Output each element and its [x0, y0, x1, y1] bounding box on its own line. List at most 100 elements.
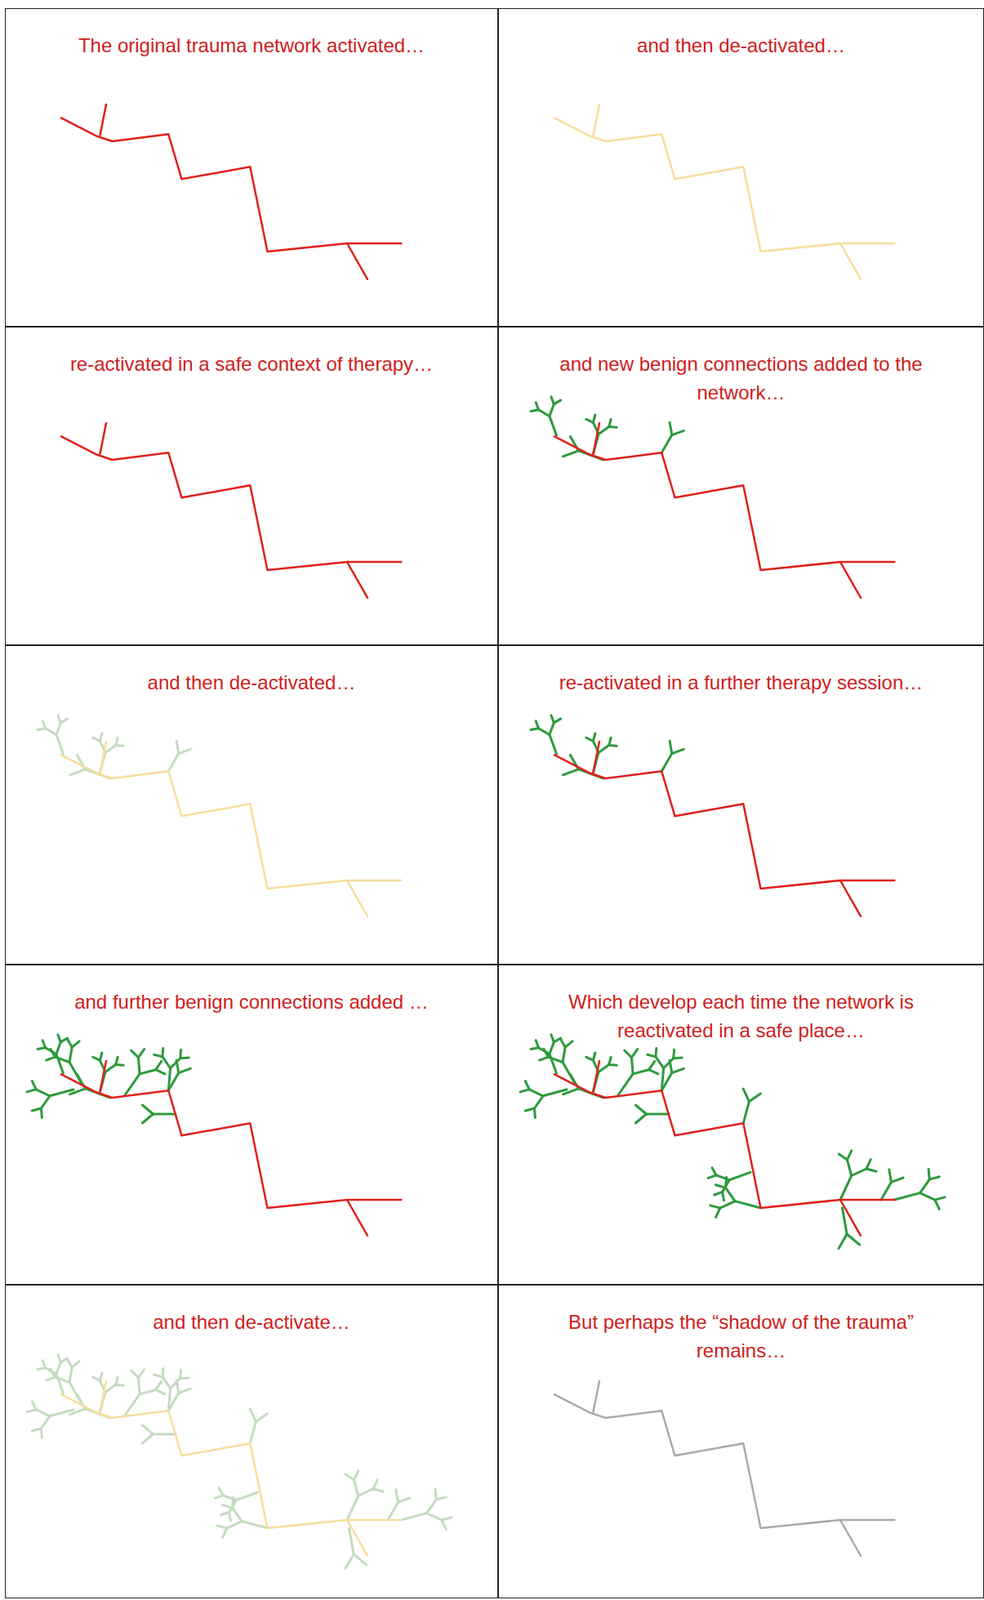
benign-branch — [178, 1068, 192, 1073]
benign-branch — [160, 1367, 165, 1377]
benign-branch — [354, 1479, 359, 1496]
benign-branch — [840, 1175, 852, 1201]
stage-caption: and further benign connections added … — [39, 988, 464, 1017]
benign-branch — [178, 748, 192, 753]
benign-branch — [180, 1375, 190, 1380]
benign-branch — [26, 1089, 36, 1092]
benign-branch — [249, 1408, 256, 1422]
stage-caption: and then de-activate… — [39, 1308, 464, 1337]
trauma-network — [554, 436, 895, 570]
benign-branch — [538, 409, 550, 417]
benign-branch — [105, 745, 116, 753]
benign-branch — [725, 1177, 727, 1189]
benign-branch — [632, 1069, 650, 1074]
benign-branch — [35, 1409, 50, 1416]
trauma-network — [554, 754, 895, 889]
benign-branch — [222, 1527, 228, 1537]
benign-branch — [743, 1088, 749, 1102]
benign-branch — [661, 753, 673, 772]
benign-branch — [847, 1159, 852, 1176]
benign-branch — [598, 427, 610, 435]
benign-branch — [105, 1384, 116, 1393]
benign-branch — [221, 1511, 230, 1515]
benign-branch — [661, 435, 673, 454]
benign-branch — [154, 1374, 163, 1377]
trauma-branch — [347, 243, 368, 280]
benign-branch — [170, 1378, 181, 1389]
benign-branch — [178, 1388, 192, 1393]
benign-branch — [217, 1525, 228, 1528]
benign-branch — [31, 1401, 36, 1410]
benign-branch — [553, 718, 561, 723]
benign-branch — [26, 1409, 36, 1412]
benign-branch — [534, 1108, 535, 1118]
benign-branch — [235, 1491, 258, 1500]
stage-caption: re-activated in a further therapy sessio… — [529, 668, 954, 698]
benign-branch — [436, 1496, 446, 1500]
benign-branch — [142, 1113, 153, 1123]
stage-panel: and further benign connections added … — [4, 964, 499, 1285]
benign-branch — [561, 1038, 566, 1047]
trauma-network — [61, 1393, 401, 1528]
benign-branch — [232, 1497, 234, 1509]
benign-branch — [534, 1095, 544, 1109]
benign-branch — [663, 1058, 674, 1069]
benign-branch — [549, 1041, 554, 1055]
benign-branch — [649, 1069, 659, 1074]
benign-branch — [525, 1108, 535, 1111]
benign-branch — [396, 1489, 399, 1502]
benign-branch — [549, 722, 554, 735]
benign-branch — [598, 1064, 610, 1073]
trauma-network — [554, 117, 895, 252]
benign-branch — [562, 1046, 566, 1062]
benign-branch — [131, 1050, 139, 1058]
benign-branch — [929, 1176, 940, 1180]
benign-branch — [71, 1041, 80, 1047]
stage-panel: and then de-activated… — [498, 8, 984, 327]
stage-caption: and then de-activated… — [39, 668, 464, 698]
stage-panel: But perhaps the “shadow of the trauma” r… — [498, 1284, 984, 1599]
benign-branch — [176, 740, 179, 753]
benign-branch — [45, 728, 57, 735]
benign-branch — [563, 769, 579, 775]
benign-branch — [70, 769, 86, 775]
benign-branch — [661, 1068, 664, 1091]
benign-branch — [115, 743, 125, 748]
benign-branch — [707, 1175, 717, 1179]
benign-branch — [847, 1150, 852, 1160]
benign-branch — [928, 1169, 930, 1180]
benign-branch — [142, 1104, 153, 1114]
stage-panel: and new benign connections added to the … — [498, 326, 984, 646]
trauma-branch — [347, 1519, 368, 1556]
benign-branch — [31, 1428, 41, 1431]
benign-branch — [115, 1383, 125, 1387]
stage-panel: Which develop each time the network is r… — [498, 964, 984, 1285]
benign-branch — [655, 1056, 664, 1069]
benign-branch — [609, 1063, 618, 1067]
benign-branch — [722, 1191, 725, 1200]
trauma-branch — [840, 1519, 861, 1556]
benign-branch — [598, 745, 610, 753]
benign-branch — [838, 1153, 847, 1160]
trauma-branch — [100, 741, 107, 773]
benign-branch — [99, 1372, 103, 1381]
benign-branch — [647, 1054, 656, 1057]
benign-branch — [672, 1068, 685, 1073]
benign-branch — [712, 1167, 717, 1176]
benign-branch — [139, 1069, 156, 1074]
benign-branch — [168, 1068, 170, 1091]
benign-branch — [31, 1108, 41, 1111]
benign-branch — [538, 728, 550, 735]
benign-branch — [609, 425, 618, 429]
benign-branch — [535, 1040, 539, 1048]
benign-branch — [155, 1380, 162, 1390]
benign-branch — [131, 1370, 139, 1378]
benign-branch — [673, 1055, 683, 1060]
stage-panel: re-activated in a further therapy sessio… — [498, 645, 984, 965]
benign-branch — [563, 450, 579, 457]
benign-branch — [168, 1388, 170, 1411]
benign-branch — [669, 422, 673, 435]
benign-branch — [881, 1181, 892, 1200]
benign-branch — [42, 1040, 45, 1048]
benign-branch — [168, 753, 179, 772]
